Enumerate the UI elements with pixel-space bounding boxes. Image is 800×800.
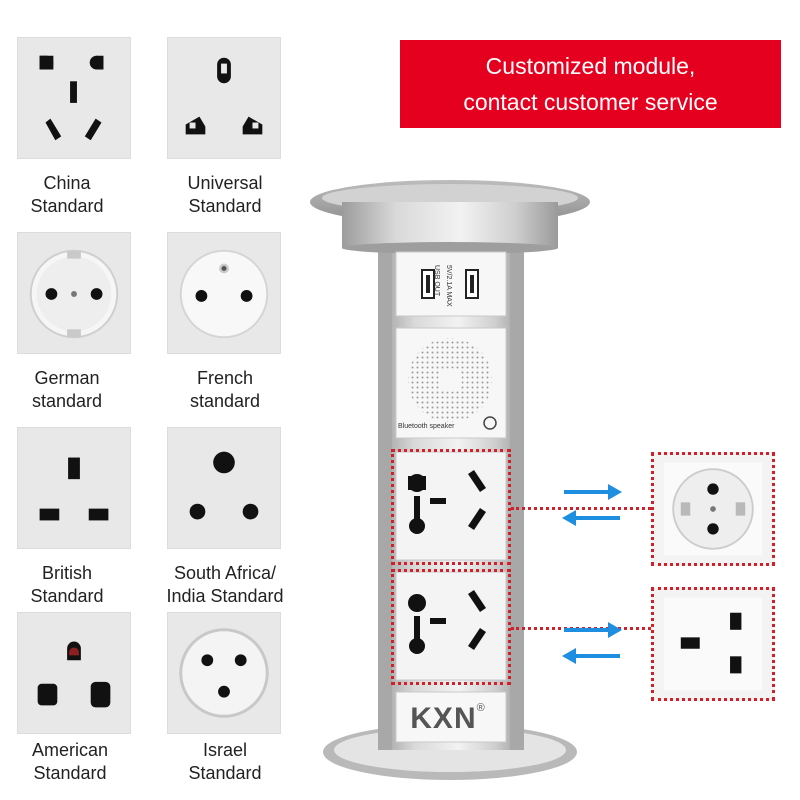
swap-arrows-icon: [562, 484, 622, 526]
connector-line-1: [511, 507, 651, 510]
british-socket-icon: [17, 427, 131, 549]
socket-module-1-outline: [391, 449, 511, 565]
label-south-africa-india: South Africa/India Standard: [166, 563, 284, 606]
swap-arrows-icon: [562, 622, 622, 664]
brand-logo: KXN®: [410, 702, 486, 735]
customized-module-banner: Customized module, contact customer serv…: [400, 40, 781, 128]
american-socket-icon: [17, 612, 131, 734]
pop-up-socket-tower: [310, 180, 590, 780]
speaker-label: Bluetooth speaker: [398, 423, 455, 430]
south-africa-socket-icon: [167, 427, 281, 549]
german-socket-icon: [17, 232, 131, 354]
french-socket-icon: [167, 232, 281, 354]
banner-line-2: contact customer service: [463, 89, 718, 115]
banner-line-1: Customized module,: [485, 53, 696, 79]
israel-socket-icon: [167, 612, 281, 734]
china-socket-icon: [17, 37, 131, 159]
usb-spec: 5V/2.1A MAX: [445, 265, 452, 307]
universal-socket-icon: [167, 37, 281, 159]
replacement-german-module: [651, 452, 775, 566]
usb-label: USB OUT: [433, 265, 440, 297]
socket-module-2-outline: [391, 569, 511, 685]
replacement-british-module: [651, 587, 775, 701]
